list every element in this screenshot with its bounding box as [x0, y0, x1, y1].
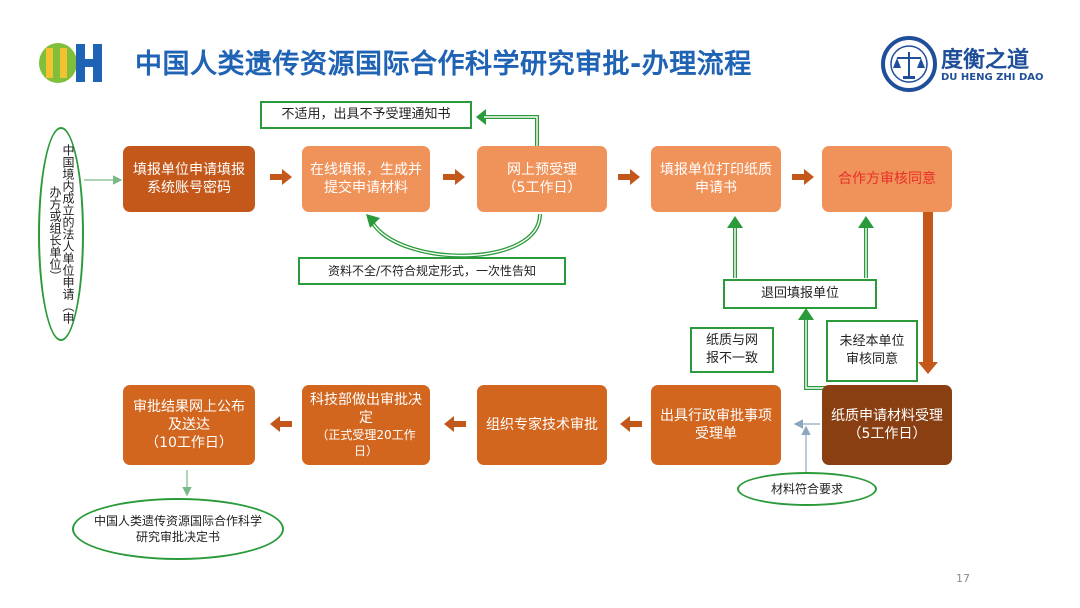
- step-publish-result-days: （10工作日）: [145, 435, 233, 451]
- arrow-s8-s9: [444, 416, 466, 432]
- ohi-logo-icon: [39, 43, 102, 83]
- brand-name-en: DU HENG ZHI DAO: [941, 72, 1044, 83]
- step-paper-acceptance-text: 纸质申请材料受理: [831, 408, 943, 424]
- note-return-unit-text: 退回填报单位: [760, 286, 839, 301]
- note-not-applicable: 不适用，出具不予受理通知书: [260, 101, 472, 129]
- brand-name-cn: 度衡之道: [941, 48, 1030, 73]
- note-not-approved-text: 未经本单位审核同意: [839, 334, 905, 367]
- page-number: 17: [956, 572, 970, 585]
- oval-decision-doc-text: 中国人类遗传资源国际合作科学研究审批决定书: [93, 514, 262, 544]
- arrow-s7-s8: [620, 416, 642, 432]
- step-paper-acceptance-days: （5工作日）: [847, 426, 927, 442]
- step-ministry-decision-text: 科技部做出审批决定: [310, 392, 422, 426]
- step-online-submit-text: 在线填报，生成并提交申请材料: [310, 162, 422, 196]
- step-pre-acceptance: 网上预受理 （5工作日）: [477, 146, 607, 212]
- oval-materials-ok-text: 材料符合要求: [770, 482, 843, 496]
- step-expert-review: 组织专家技术审批: [477, 385, 607, 465]
- arrow-s5-s6: [918, 212, 938, 374]
- step-paper-acceptance: 纸质申请材料受理 （5工作日）: [822, 385, 952, 465]
- step-expert-review-text: 组织专家技术审批: [486, 417, 598, 433]
- note-incomplete-text: 资料不全/不符合规定形式，一次性告知: [327, 264, 537, 278]
- arrow-s2-s3: [443, 169, 465, 185]
- step-pre-acceptance-days: （5工作日）: [502, 180, 582, 196]
- step-partner-approval: 合作方审核同意: [822, 146, 952, 212]
- step-online-submit: 在线填报，生成并提交申请材料: [302, 146, 430, 212]
- brand-logo: 度衡之道 DU HENG ZHI DAO: [879, 36, 1049, 92]
- left-logo: [38, 42, 110, 84]
- applicant-text: 中国境内成立的法人单位申请（申办方或组长单位）: [48, 144, 75, 324]
- scales-seal-logo-icon: [881, 36, 937, 92]
- step-apply-account-text: 填报单位申请填报系统账号密码: [133, 162, 245, 196]
- step-publish-result: 审批结果网上公布及送达 （10工作日）: [123, 385, 255, 465]
- oval-materials-ok: 材料符合要求: [737, 472, 877, 506]
- step-apply-account: 填报单位申请填报系统账号密码: [123, 146, 255, 212]
- note-paper-mismatch-text: 纸质与网报不一致: [705, 333, 758, 366]
- arrow-s9-s10: [270, 416, 292, 432]
- step-acceptance-form: 出具行政审批事项受理单: [651, 385, 781, 465]
- step-pre-acceptance-text: 网上预受理: [507, 162, 577, 178]
- step-publish-result-text: 审批结果网上公布及送达: [133, 399, 245, 433]
- step-partner-approval-text: 合作方审核同意: [838, 171, 936, 187]
- step-acceptance-form-text: 出具行政审批事项受理单: [660, 408, 772, 442]
- arrow-s4-s5: [792, 169, 814, 185]
- loop-not-applicable: [484, 115, 539, 146]
- applicant-oval: 中国境内成立的法人单位申请（申办方或组长单位）: [38, 127, 84, 341]
- step-ministry-decision: 科技部做出审批决定 （正式受理20工作日）: [302, 385, 430, 465]
- page-title: 中国人类遗传资源国际合作科学研究审批-办理流程: [135, 49, 752, 80]
- note-not-applicable-text: 不适用，出具不予受理通知书: [281, 107, 451, 122]
- note-return-unit: 退回填报单位: [723, 279, 877, 309]
- step-print-application-text: 填报单位打印纸质申请书: [660, 162, 772, 196]
- arrow-s3-s4: [618, 169, 640, 185]
- step-ministry-decision-days: （正式受理20工作日）: [316, 428, 416, 458]
- loop-incomplete: [370, 213, 542, 258]
- oval-decision-doc: 中国人类遗传资源国际合作科学研究审批决定书: [72, 498, 284, 560]
- note-paper-mismatch: 纸质与网报不一致: [690, 327, 774, 373]
- note-not-approved: 未经本单位审核同意: [826, 320, 918, 382]
- step-print-application: 填报单位打印纸质申请书: [651, 146, 781, 212]
- note-incomplete: 资料不全/不符合规定形式，一次性告知: [298, 257, 566, 285]
- arrow-s1-s2: [270, 169, 292, 185]
